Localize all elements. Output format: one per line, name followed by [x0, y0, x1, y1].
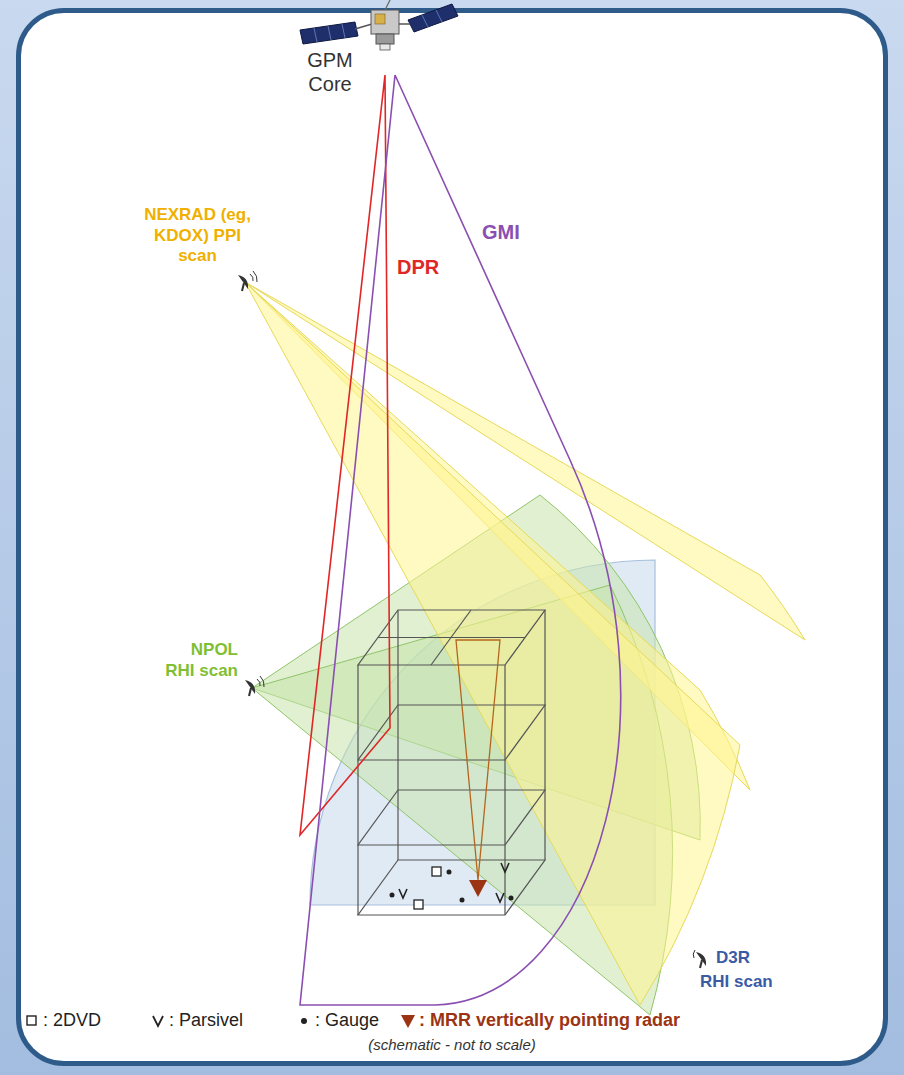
- mrr-beam: [456, 640, 500, 880]
- radar-icon: [693, 950, 706, 968]
- caption: (schematic - not to scale): [0, 1036, 904, 1053]
- instrument-name: DPR: [397, 255, 439, 279]
- legend-item: : Parsivel: [150, 1008, 243, 1032]
- legend-sample: [400, 1010, 416, 1030]
- satellite-name: GPM Core: [300, 48, 360, 97]
- radar-name: D3R: [716, 948, 750, 969]
- dpr-swath: [300, 75, 390, 835]
- gpm-satellite: [300, 0, 458, 50]
- legend-item: : MRR vertically pointing radar: [400, 1008, 680, 1032]
- legend-item: : Gauge: [296, 1008, 379, 1032]
- legend-text: : 2DVD: [43, 1010, 101, 1031]
- radar-name: NEXRAD (eg, KDOX) PPI scan: [140, 205, 255, 267]
- legend-text: : Parsivel: [169, 1010, 243, 1031]
- legend-text: : Gauge: [315, 1010, 379, 1031]
- radar-icon: [238, 271, 257, 291]
- radar-icon: [245, 676, 264, 696]
- legend-text: : MRR vertically pointing radar: [419, 1010, 680, 1031]
- nexrad-scan-wedge: [245, 282, 740, 1005]
- ground-instruments: [390, 863, 514, 909]
- legend-item: : 2DVD: [24, 1008, 101, 1032]
- legend-sample: [24, 1010, 40, 1030]
- grid-box: [358, 610, 545, 915]
- scan-type: RHI scan: [700, 972, 773, 993]
- legend-sample: [150, 1010, 166, 1030]
- instrument-name: GMI: [482, 220, 520, 244]
- legend-sample: [296, 1010, 312, 1030]
- gmi-swath: [300, 75, 621, 1005]
- radar-name: NPOL RHI scan: [160, 640, 238, 681]
